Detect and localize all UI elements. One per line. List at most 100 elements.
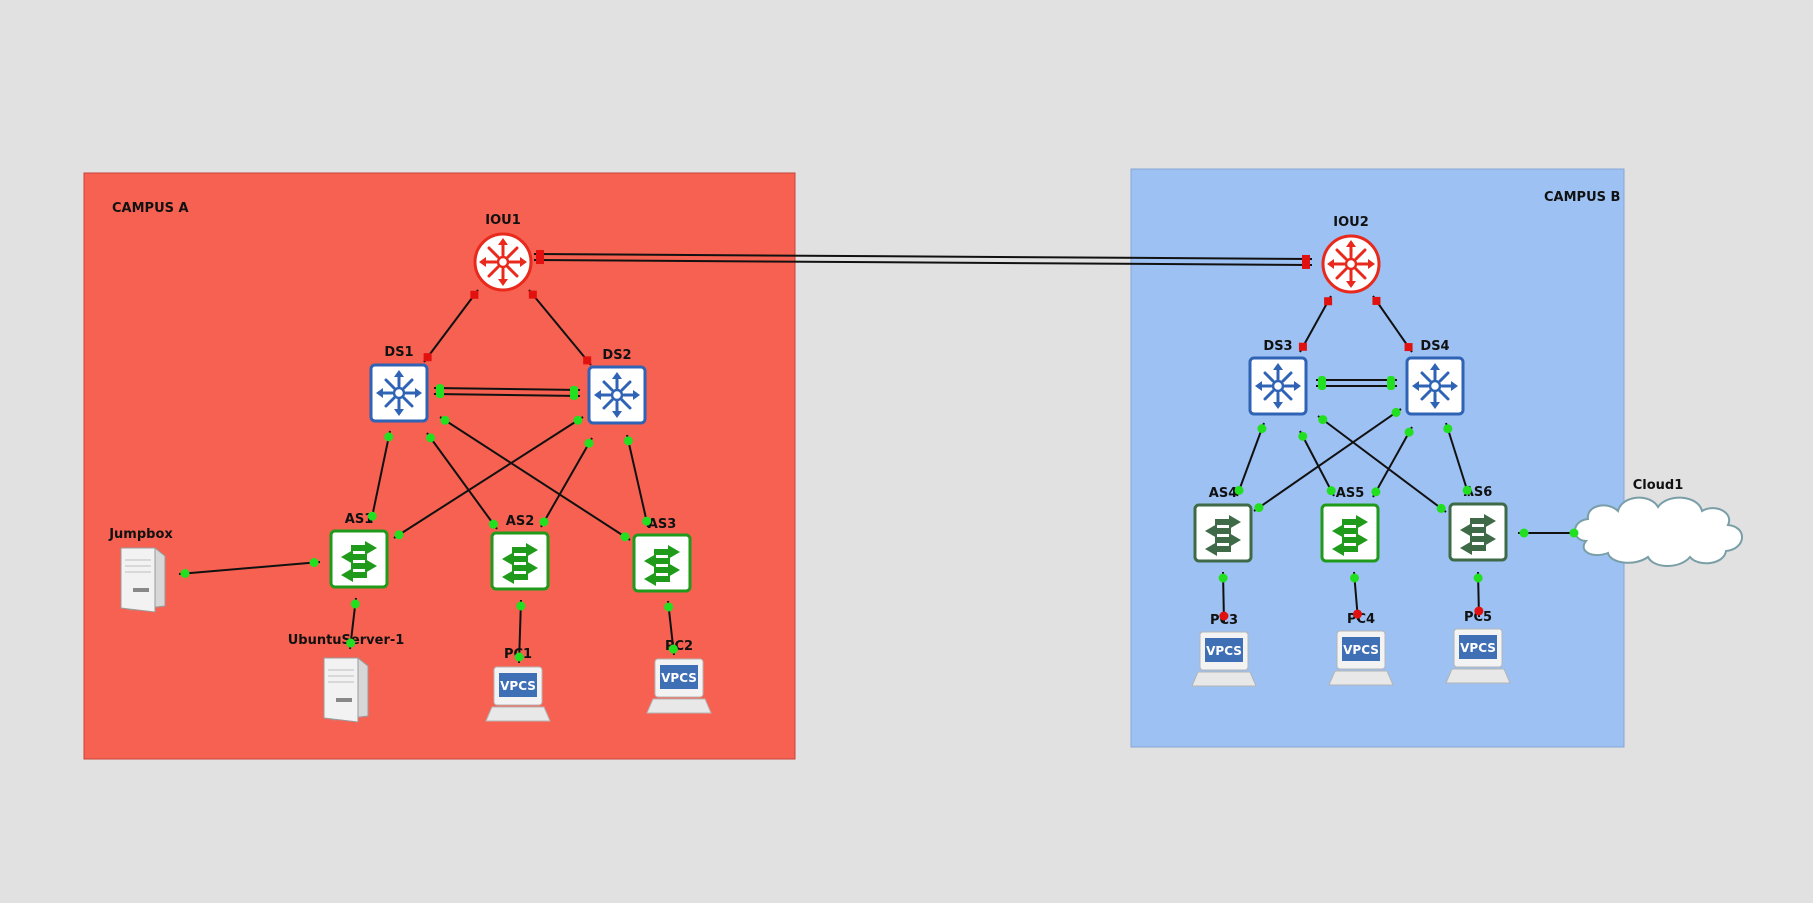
- port-status-as1: [309, 558, 319, 568]
- port-status-ds1: [426, 433, 436, 443]
- router-icon: [473, 232, 533, 292]
- node-label: DS4: [1420, 339, 1449, 354]
- multilayer-switch-icon: [587, 365, 647, 425]
- switch-ds3[interactable]: DS3: [1248, 339, 1308, 416]
- switch-as3[interactable]: AS3: [632, 517, 692, 593]
- link-ds1-as1[interactable]: [370, 430, 391, 523]
- ports-layer: [180, 250, 1579, 662]
- node-label: Cloud1: [1633, 478, 1684, 493]
- port-status-as1: [350, 599, 360, 609]
- link-ds1-ds2[interactable]: [434, 387, 581, 392]
- switch-as2[interactable]: AS2: [490, 514, 550, 591]
- port-status-as2: [488, 519, 498, 529]
- node-label: AS4: [1209, 486, 1237, 501]
- node-label: DS1: [384, 345, 413, 360]
- port-status-ds3: [1257, 424, 1267, 434]
- switch-ds4[interactable]: DS4: [1405, 339, 1465, 416]
- switch-icon: [632, 533, 692, 593]
- switch-icon: [1320, 503, 1380, 563]
- vpcs-pc5[interactable]: VPCS PC5: [1445, 610, 1511, 684]
- node-label: IOU1: [485, 213, 521, 228]
- node-label: IOU2: [1333, 215, 1369, 230]
- server-jumpbox[interactable]: Jumpbox: [108, 527, 173, 613]
- link-as2-pc1[interactable]: [518, 599, 522, 664]
- port-status-iou1: [528, 290, 537, 299]
- campus-b-label: CAMPUS B: [1544, 190, 1620, 205]
- port-status-as2: [539, 517, 549, 527]
- campus-a-label: CAMPUS A: [112, 201, 189, 216]
- multilayer-switch-icon: [1248, 356, 1308, 416]
- vpcs-icon: VPCS: [485, 666, 551, 722]
- vpcs-screen-text: VPCS: [1343, 643, 1379, 657]
- vpcs-pc1[interactable]: VPCS PC1: [485, 647, 551, 722]
- link-iou1-iou2[interactable]: [533, 258, 1312, 266]
- link-ds4-as4[interactable]: [1253, 408, 1402, 512]
- port-status-pc3: [1219, 611, 1229, 621]
- node-label: AS3: [648, 517, 676, 532]
- cloud-cloud1[interactable]: Cloud1: [1574, 478, 1743, 567]
- port-status-as6: [1519, 528, 1529, 538]
- link-ds4-as6[interactable]: [1445, 422, 1470, 497]
- port-status-as3: [642, 516, 652, 526]
- port-status-ds4: [1404, 427, 1414, 437]
- port-status-ds2: [573, 415, 583, 425]
- router-iou2[interactable]: IOU2: [1321, 215, 1381, 294]
- port-status-as4: [1234, 485, 1244, 495]
- cloud-icon: [1574, 496, 1743, 567]
- switch-ds1[interactable]: DS1: [369, 345, 429, 423]
- link-iou2-ds3[interactable]: [1299, 295, 1332, 353]
- port-status-as6: [1436, 503, 1446, 513]
- switch-as4[interactable]: AS4: [1193, 486, 1253, 563]
- link-ds1-as2[interactable]: [426, 432, 498, 530]
- server-icon: [323, 657, 369, 723]
- port-status-ds4: [1387, 376, 1395, 390]
- switch-icon: [1448, 502, 1508, 562]
- port-status-as5: [1349, 573, 1359, 583]
- vpcs-icon: VPCS: [646, 658, 712, 714]
- switch-ds2[interactable]: DS2: [587, 348, 647, 425]
- switch-as5[interactable]: AS5: [1320, 486, 1380, 563]
- port-status-ds1: [423, 353, 432, 362]
- link-ds2-as2[interactable]: [540, 437, 593, 528]
- switch-as1[interactable]: AS1: [329, 512, 389, 589]
- link-ds3-as5[interactable]: [1299, 430, 1335, 497]
- link-ds4-as5[interactable]: [1372, 426, 1413, 498]
- vpcs-screen-text: VPCS: [1206, 644, 1242, 658]
- port-status-ds2: [584, 438, 594, 448]
- link-iou1-ds2[interactable]: [528, 289, 592, 366]
- port-status-ds3: [1318, 415, 1328, 425]
- multilayer-switch-icon: [1405, 356, 1465, 416]
- link-ds1-as3[interactable]: [439, 416, 631, 541]
- link-ds3-as4[interactable]: [1236, 422, 1265, 497]
- server-ubuntuserver-1[interactable]: UbuntuServer-1: [288, 633, 405, 723]
- server-icon: [120, 547, 166, 613]
- port-status-as3: [620, 532, 630, 542]
- node-label: PC2: [665, 639, 693, 654]
- port-status-as5: [1326, 486, 1336, 496]
- link-ds2-as1[interactable]: [393, 416, 584, 539]
- vpcs-pc3[interactable]: VPCS PC3: [1191, 613, 1257, 687]
- port-status-pc1: [514, 652, 524, 662]
- port-status-ds4: [1404, 343, 1413, 352]
- link-ds1-ds2[interactable]: [433, 392, 580, 397]
- node-label: UbuntuServer-1: [288, 633, 405, 648]
- link-ds2-as3[interactable]: [626, 434, 649, 528]
- port-status-as1: [367, 511, 377, 521]
- link-iou2-ds4[interactable]: [1372, 295, 1413, 353]
- link-ds3-as6[interactable]: [1317, 415, 1447, 513]
- port-status-iou1: [470, 290, 479, 299]
- port-status-ds2: [583, 356, 592, 365]
- port-status-iou1: [535, 250, 544, 265]
- vpcs-pc4[interactable]: VPCS PC4: [1328, 612, 1394, 686]
- link-iou1-iou2[interactable]: [534, 253, 1313, 261]
- port-status-ds2: [570, 385, 579, 400]
- port-status-iou2: [1324, 297, 1333, 306]
- router-iou1[interactable]: IOU1: [473, 213, 533, 292]
- port-status-pc4: [1353, 609, 1363, 619]
- link-iou1-ds1[interactable]: [423, 289, 479, 363]
- link-as1-jumpbox[interactable]: [178, 561, 321, 575]
- node-label: DS3: [1263, 339, 1292, 354]
- port-status-ds1: [435, 384, 444, 399]
- vpcs-pc2[interactable]: VPCS PC2: [646, 639, 712, 714]
